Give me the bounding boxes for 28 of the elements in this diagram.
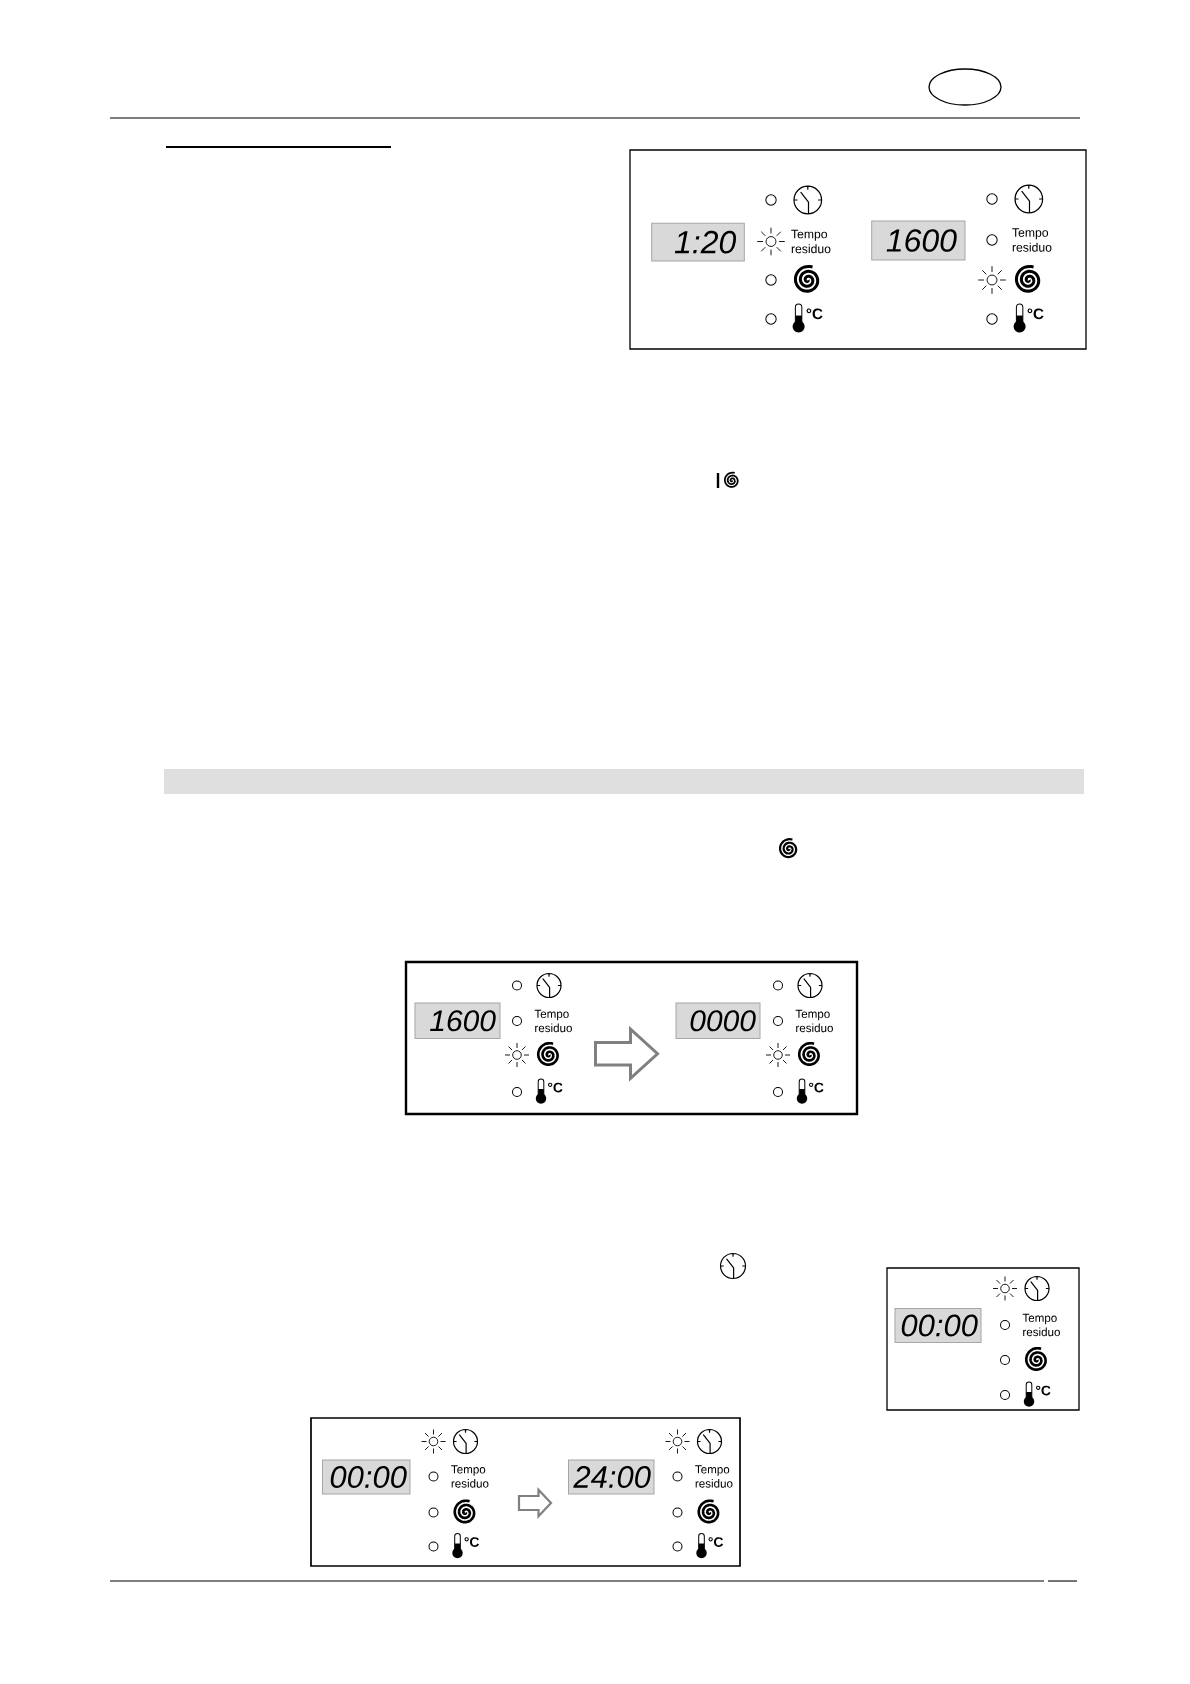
- control-panel: [886, 1267, 1080, 1411]
- indicator-label: Tempo residuo: [695, 1465, 733, 1488]
- indicator-label: Tempo residuo: [795, 1009, 833, 1033]
- control-panel: [629, 149, 1087, 350]
- lcd-display: 00:00: [322, 1459, 411, 1495]
- control-panel: [310, 1417, 741, 1567]
- lcd-display: 0000: [675, 1002, 761, 1039]
- section-band: [164, 769, 1084, 794]
- lcd-display: 1600: [414, 1002, 501, 1039]
- lcd-display: 24:00: [568, 1459, 655, 1495]
- arrow: [517, 1486, 553, 1520]
- unit-label: °C: [1036, 1385, 1051, 1396]
- indicator-label: Tempo residuo: [1012, 228, 1052, 252]
- control-panel: [404, 960, 859, 1116]
- indicator-label: Tempo residuo: [791, 229, 831, 254]
- indicator-label: Tempo residuo: [534, 1009, 572, 1033]
- arrow: [594, 1025, 660, 1082]
- lcd-display: 1600: [871, 220, 966, 261]
- indicator-label: Tempo residuo: [1022, 1313, 1060, 1337]
- unit-label: °C: [464, 1537, 479, 1547]
- unit-label: °C: [1027, 308, 1044, 320]
- indicator-label: Tempo residuo: [451, 1465, 489, 1488]
- unit-label: °C: [809, 1082, 824, 1093]
- lcd-display: 1:20: [651, 222, 745, 262]
- lcd-display: 00:00: [894, 1308, 982, 1343]
- unit-label: °C: [806, 308, 823, 320]
- unit-label: °C: [548, 1082, 563, 1093]
- unit-label: °C: [708, 1537, 723, 1547]
